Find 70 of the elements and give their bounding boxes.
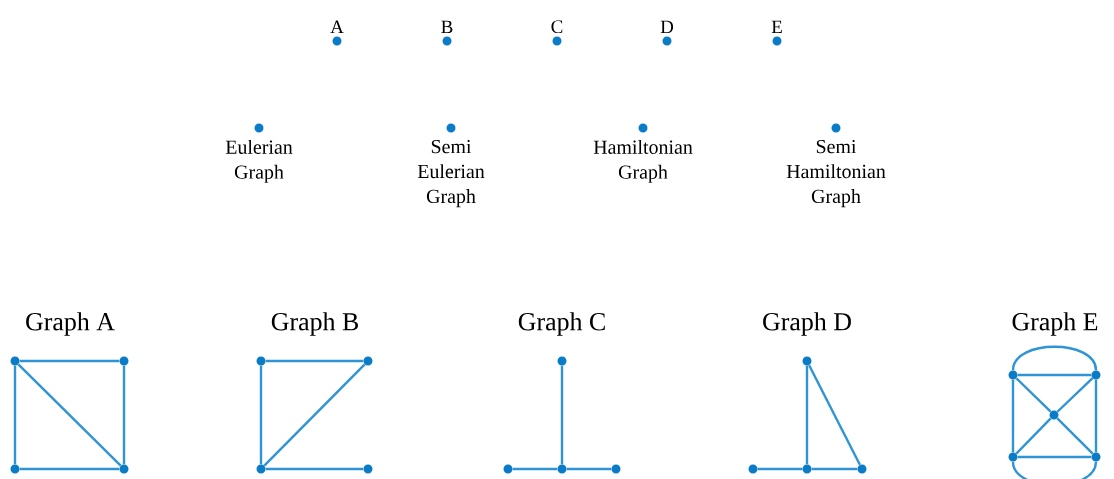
graph-vertex [1008,452,1018,462]
graph-vertex [1091,452,1101,462]
graph-edge [805,365,809,465]
graph-edge [1017,455,1092,459]
graph-edge [13,365,17,465]
graph-edge [263,363,366,467]
graph-edge [1011,379,1015,453]
graph-edge [566,467,612,471]
graph-edge [259,365,263,465]
graph-title: Graph A [26,312,115,336]
graph-edge [757,467,803,471]
labelled-point: Eulerian Graph [225,123,293,183]
graph-edge [17,363,122,467]
labelled-point: Semi Hamiltonian Graph [786,123,886,208]
graph-vertex [1049,410,1059,420]
node-label: A [330,20,344,34]
labelled-point: D [660,20,674,46]
graph-edge [808,364,861,466]
node-label: Semi Eulerian Graph [417,139,485,208]
labelled-point: A [330,20,344,46]
labelled-point: Semi Eulerian Graph [417,123,485,208]
graph-edge [265,359,364,363]
graph-edge [1011,461,1098,479]
graph-edge [1015,377,1052,413]
graph-edge [1017,373,1092,377]
node-label: B [441,20,453,34]
graph-edge [1056,377,1094,413]
node-label: E [771,20,782,34]
graph-edge [1015,417,1052,455]
graph-title: Graph C [518,312,605,336]
graph-edge [265,467,364,471]
graph-edge [1056,417,1094,455]
graph-vertex [611,464,621,474]
graph-edge [560,365,564,465]
graph-vertex [802,356,812,366]
graph-vertex [802,464,812,474]
node-label: C [551,20,563,34]
graph-edge [19,359,120,363]
labelled-point: C [551,20,563,46]
graph-edge [122,365,126,465]
node-label: Hamiltonian Graph [593,139,693,183]
graph-vertex [256,464,266,474]
graph-edge [1011,345,1098,371]
graph-edge [19,467,120,471]
labelled-point: Hamiltonian Graph [593,123,693,183]
graph-vertex [10,356,20,366]
graph-edge [512,467,558,471]
graph-vertex [119,464,129,474]
graph-vertex [119,356,129,366]
graph-vertex [363,464,373,474]
graph-vertex [256,356,266,366]
graph-title: Graph D [763,312,851,336]
graph-vertex [1008,370,1018,380]
node-label: Semi Hamiltonian Graph [786,139,886,208]
graph-vertex [748,464,758,474]
graph-vertex [857,464,867,474]
graph-title: Graph E [1012,312,1098,336]
graph-vertex [557,464,567,474]
node-label: Eulerian Graph [225,139,293,183]
node-label: D [660,20,674,34]
graph-vertex [557,356,567,366]
labelled-point: E [771,20,782,46]
graph-vertex [10,464,20,474]
labelled-point: B [441,20,453,46]
graph-edge [1094,379,1098,453]
graph-edge [811,467,858,471]
graph-vertex [363,356,373,366]
graph-title: Graph B [271,312,358,336]
graph-vertex [503,464,513,474]
graph-vertex [1091,370,1101,380]
